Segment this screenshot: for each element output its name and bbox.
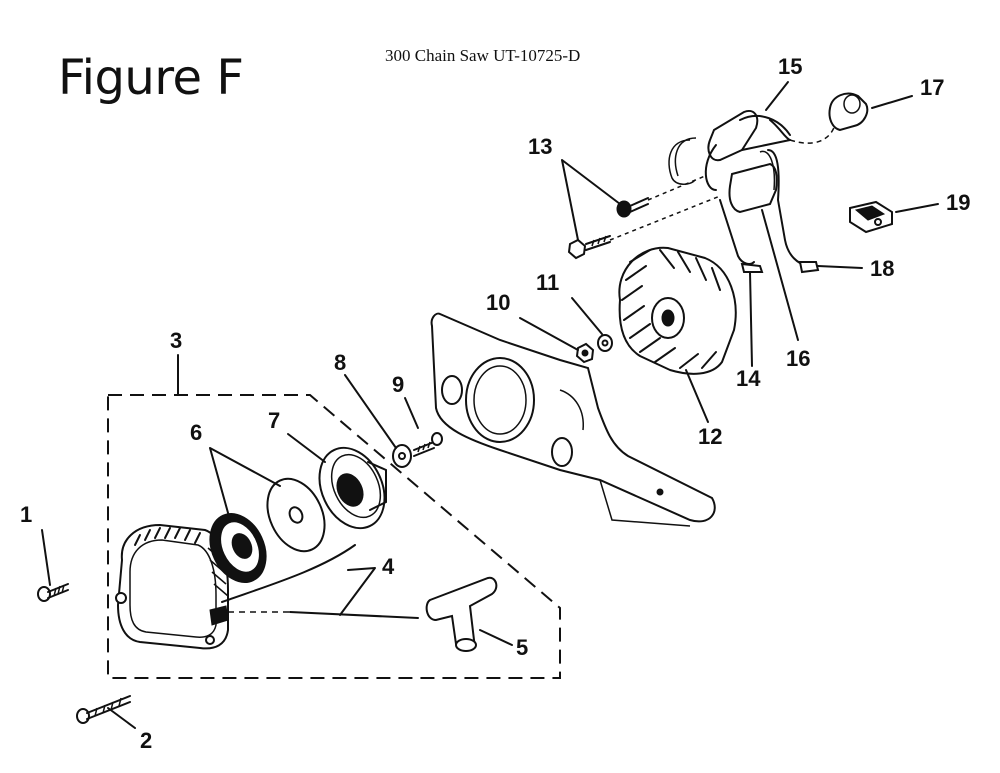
leader-2 [107, 707, 136, 729]
callout-9: 9 [392, 372, 404, 397]
callout-15: 15 [778, 54, 802, 79]
callout-2: 2 [140, 728, 152, 753]
screw-1-icon [37, 583, 69, 602]
callout-6: 6 [190, 420, 202, 445]
leader-14 [749, 271, 753, 367]
callout-8: 8 [334, 350, 346, 375]
leader-18 [817, 265, 863, 269]
diagram-subtitle: 300 Chain Saw UT-10725-D [385, 46, 581, 65]
screw-13a-icon [616, 197, 649, 218]
leader-15 [765, 81, 789, 111]
leader-8 [344, 374, 397, 449]
callout-18: 18 [870, 256, 894, 281]
washer-8-icon [392, 444, 412, 468]
callout-19: 19 [946, 190, 970, 215]
leader-1 [41, 529, 51, 586]
callout-4: 4 [382, 554, 395, 579]
starter-pulley-icon [318, 446, 387, 530]
callout-5: 5 [516, 635, 528, 660]
leader-10 [519, 317, 579, 351]
starter-handle-icon [425, 576, 498, 652]
stop-switch-icon [849, 200, 893, 234]
spark-lead-dashed [789, 124, 836, 144]
leader-7 [287, 433, 326, 463]
starter-side-cover-icon [430, 312, 716, 527]
flywheel-icon [618, 246, 737, 375]
leader-16 [761, 209, 799, 341]
callout-1: 1 [20, 502, 32, 527]
callout-16: 16 [786, 346, 810, 371]
screw-2-icon [76, 695, 131, 724]
callout-7: 7 [268, 408, 280, 433]
leader-11 [571, 297, 603, 335]
washer-11-icon [597, 334, 613, 352]
leader-9 [404, 397, 419, 429]
ignition-coil-icon [668, 110, 820, 274]
figure-title: Figure F [58, 50, 244, 106]
nut-10-icon [575, 342, 595, 364]
callout-10: 10 [486, 290, 510, 315]
callout-12: 12 [698, 424, 722, 449]
spring-plate-icon [266, 477, 326, 553]
leader-4 [339, 567, 376, 616]
leader-17 [871, 95, 913, 109]
rewind-spring-icon [209, 513, 267, 583]
leader-13 [561, 159, 621, 241]
callout-17: 17 [920, 75, 944, 100]
spark-plug-boot-icon [828, 92, 869, 132]
callout-13: 13 [528, 134, 552, 159]
callout-3: 3 [170, 328, 182, 353]
leader-6 [209, 447, 281, 521]
callout-11: 11 [536, 270, 559, 295]
leader-12 [685, 369, 709, 423]
screw-9-icon [413, 432, 443, 457]
leader-5 [479, 629, 513, 646]
leader-19 [895, 203, 939, 213]
starter-rope-icon [221, 544, 419, 619]
screw-13b-icon [567, 235, 611, 260]
callout-14: 14 [736, 366, 761, 391]
